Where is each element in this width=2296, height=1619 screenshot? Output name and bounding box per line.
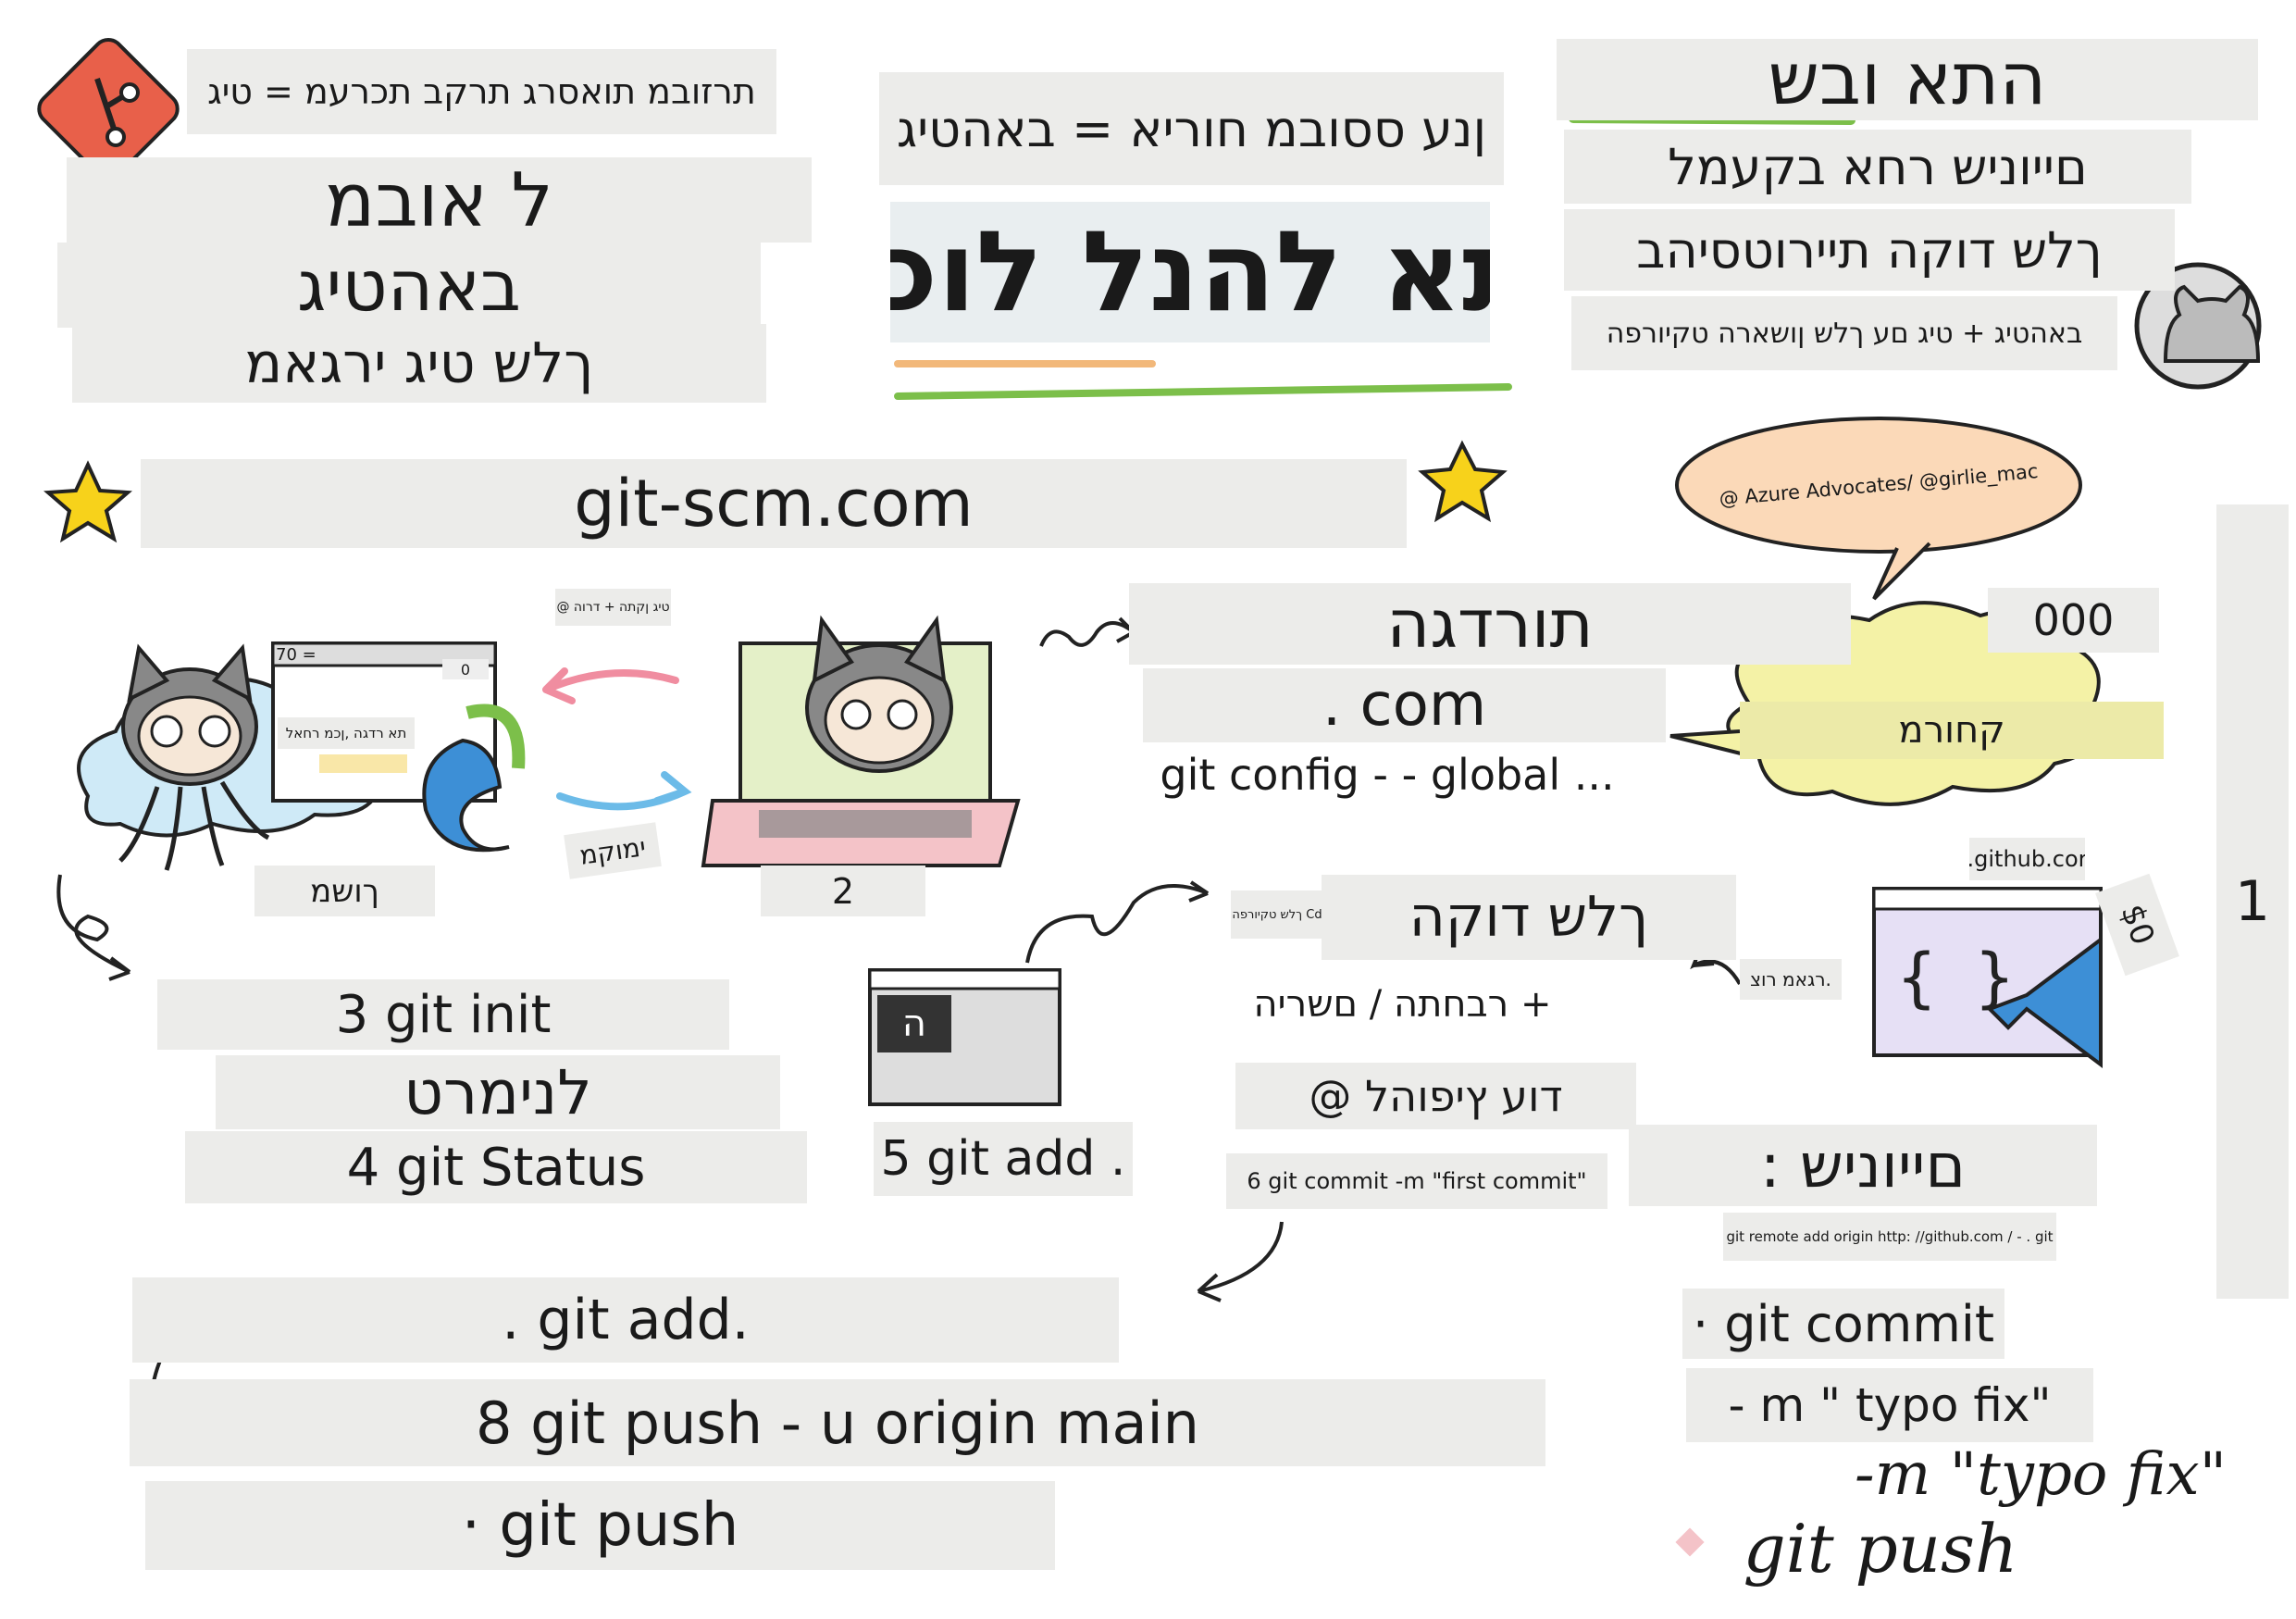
changes-label: םייוניש : (1629, 1125, 2097, 1206)
speech-bubble-shape (1675, 417, 2082, 601)
curly-arrow-icon (56, 874, 131, 981)
step-2-label: 2 (761, 866, 925, 916)
git-push-u-command[interactable]: 8 git push - u origin main (130, 1379, 1545, 1466)
bullet-icon (1675, 1527, 1705, 1557)
browser-tab-label: 70 = (276, 644, 316, 665)
setup-line-1: םייוניש רחא בקעמל (1564, 130, 2191, 204)
vertical-number-bar: 1 (2216, 504, 2289, 1299)
git-push-handwritten: git push (1743, 1509, 2018, 1588)
git-remote-add-command[interactable]: git remote add origin http: //github.com… (1723, 1213, 2056, 1261)
vscode-icon (1986, 936, 2103, 1068)
intro-title-line-2: באהטיג (57, 243, 761, 328)
github-definition-label: ןנע ססובמ חוריא = באהטיג (879, 72, 1504, 185)
git-logo-icon (37, 38, 180, 181)
git-commit-command[interactable]: · git commit (1682, 1289, 2004, 1359)
octocat-laptop-illustration (805, 615, 953, 773)
git-config-command[interactable]: git config - - global ... (1157, 745, 1618, 804)
count-label: 000 (1988, 588, 2159, 653)
intro-title-line-1: ל אובמ (67, 157, 812, 243)
sync-arrow-left-icon (542, 667, 679, 704)
git-scm-url-banner[interactable]: git-scm.com (141, 459, 1407, 548)
download-install-label: טיג ןקתה + דרוה @ (555, 589, 671, 626)
octocat-left-illustration (118, 643, 270, 871)
remote-cloud-label: קחורמ (1740, 702, 2164, 759)
git-add-5-command[interactable]: 5 git add . (874, 1122, 1133, 1196)
cd-project-label: Cd ךלש טקיורפה (1231, 890, 1323, 939)
typo-fix-command[interactable]: - m " typo fix" (1686, 1368, 2093, 1442)
git-definition-label: תרזובמ תואסרג תרקב תכרעמ = טיג (187, 49, 776, 134)
editor-hint-label: .רגאמ רוצ (1740, 959, 1842, 1000)
git-status-command[interactable]: 4 git Status (185, 1131, 807, 1203)
edit-line-label: + רבחתה / םשריה (1238, 972, 1567, 1037)
setup-title: התא ובש (1557, 39, 2258, 120)
star-icon (1418, 440, 1508, 523)
sync-arrow-right-icon (556, 771, 692, 811)
git-add-again-command[interactable]: . git add. (132, 1277, 1119, 1363)
setup-line-2: ךלש דוקה תיירוטסיהב (1564, 209, 2175, 291)
terminal-glyph-icon: ה (877, 995, 951, 1052)
github-url-label[interactable]: .github.cor (1969, 838, 2085, 880)
your-code-label: ךלש דוקה (1322, 875, 1736, 960)
curly-arrow-icon (1197, 1221, 1284, 1302)
svg-text:{ }: { } (1897, 940, 2014, 1015)
terminal-title: לנימרט (216, 1055, 780, 1129)
setup-line-3: באהטיג + טיג םע ךלש ןושארה טקיורפה (1571, 296, 2117, 370)
install-label: תורדגה (1129, 583, 1851, 665)
git-commit-first-command[interactable]: 6 git commit -m "first commit" (1226, 1153, 1607, 1209)
git-push-command[interactable]: · git push (145, 1481, 1055, 1570)
file-line-label: דוע ץיפוהל @ (1235, 1063, 1636, 1129)
curly-arrow-icon (1025, 880, 1210, 964)
star-icon (43, 460, 132, 543)
page-title: תא להנל לוכי (890, 202, 1490, 342)
remote-label: ךושמ (254, 866, 435, 916)
edge-browser-icon (422, 704, 526, 853)
browser-text-label: תא רדגה ,ןכמ רחאל (278, 717, 415, 749)
title-underline-green (894, 383, 1512, 400)
intro-title-line-3: ךלש טיג ירגאמ (72, 324, 766, 403)
browser-field-label: 0 (442, 659, 489, 679)
typo-fix-handwritten: -m "typo fix" (1854, 1439, 2228, 1509)
github-logo-icon (2134, 262, 2262, 390)
curly-arrow-icon (1039, 616, 1136, 647)
curly-arrow-icon (1690, 946, 1742, 986)
com-label: . com (1143, 668, 1666, 742)
git-init-command[interactable]: 3 git init (157, 979, 729, 1050)
